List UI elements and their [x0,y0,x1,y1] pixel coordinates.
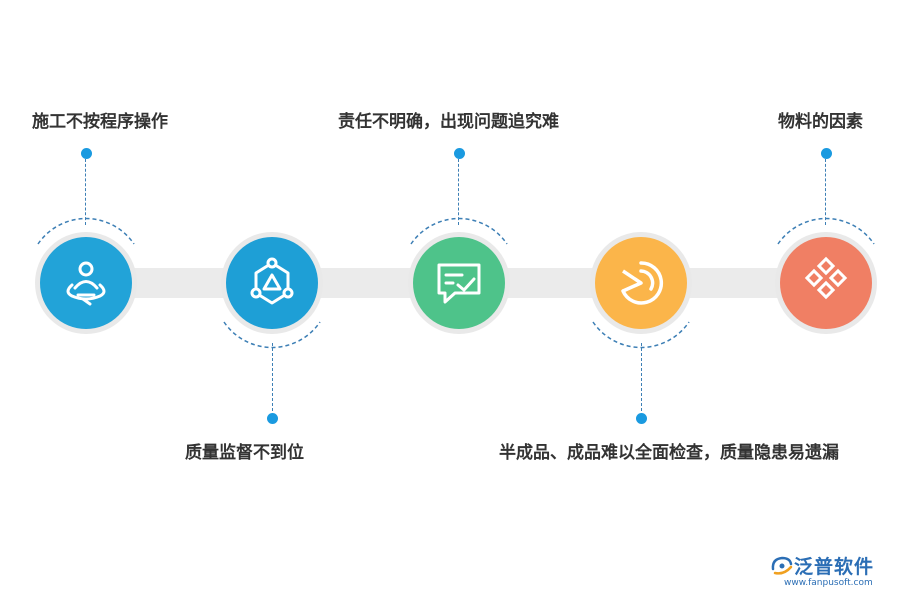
item-4-label: 半成品、成品难以全面检查，质量隐患易遗漏 [499,443,839,463]
item-3-circle [413,237,505,329]
molecule-network-icon [250,257,294,305]
item-4-circle [595,237,687,329]
item-3-dot [454,148,465,159]
item-3-connector [458,159,459,225]
item-1-circle [40,237,132,329]
pie-chart-icon [621,261,664,305]
fanpu-logo-icon [771,556,793,575]
brand-logo: 泛普软件 [770,552,874,579]
message-check-icon [437,263,481,304]
item-1-label: 施工不按程序操作 [32,112,168,132]
item-2-label: 质量监督不到位 [185,443,304,463]
item-1-dot [81,148,92,159]
item-5-label: 物料的因素 [778,112,863,132]
item-3-label: 责任不明确，出现问题追究难 [338,112,559,132]
item-4-connector [641,343,642,411]
person-meditation-icon [66,261,106,306]
brand-name: 泛普软件 [794,556,875,578]
item-2-circle [226,237,318,329]
item-5-dot [821,148,832,159]
diamond-grid-icon [804,256,848,300]
item-1-connector [85,159,86,225]
arc-3 [410,217,508,245]
item-2-connector [272,343,273,411]
item-2-dot [267,413,278,424]
arc-1 [37,217,135,245]
item-5-circle [780,237,872,329]
item-4-dot [636,413,647,424]
item-5-connector [825,159,826,225]
brand-url: www.fanpusoft.com [784,578,873,588]
arc-5 [777,217,875,245]
